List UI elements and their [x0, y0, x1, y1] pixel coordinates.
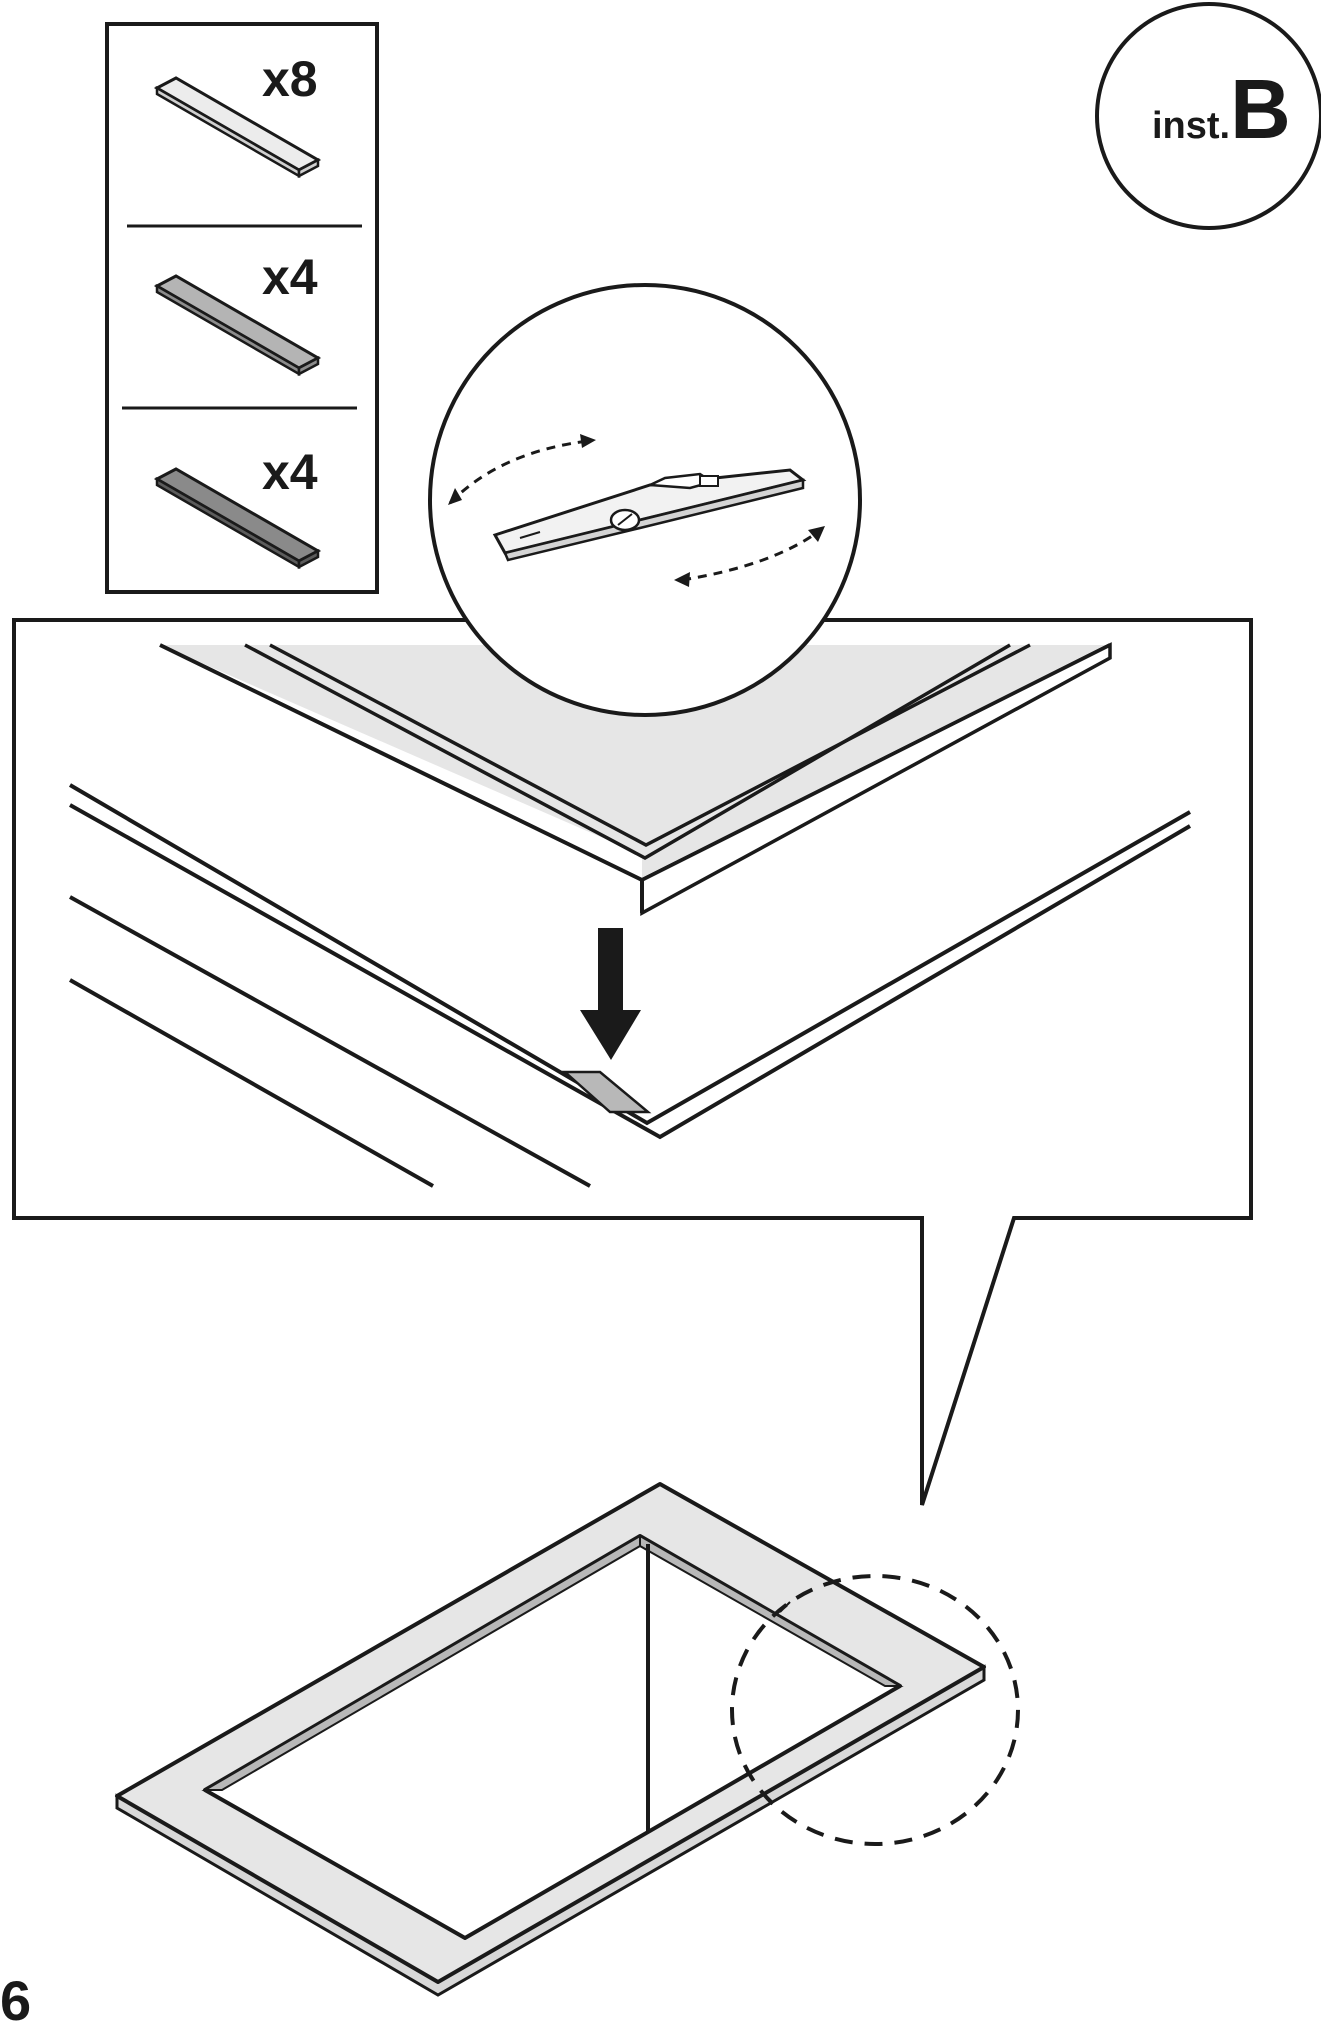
instruction-letter: B: [1230, 62, 1291, 156]
assembled-frame: [117, 1484, 984, 1995]
instruction-prefix: inst.: [1152, 105, 1230, 147]
part-qty-medium: x4: [262, 249, 318, 305]
level-magnifier: [430, 285, 860, 715]
step-number: 6: [0, 1969, 31, 2028]
part-qty-dark: x4: [262, 444, 318, 500]
parts-list: x8 x4 x4: [107, 24, 377, 592]
part-qty-light: x8: [262, 51, 318, 107]
detail-callout: [14, 620, 1251, 1505]
instruction-badge: inst.B: [1097, 4, 1321, 228]
